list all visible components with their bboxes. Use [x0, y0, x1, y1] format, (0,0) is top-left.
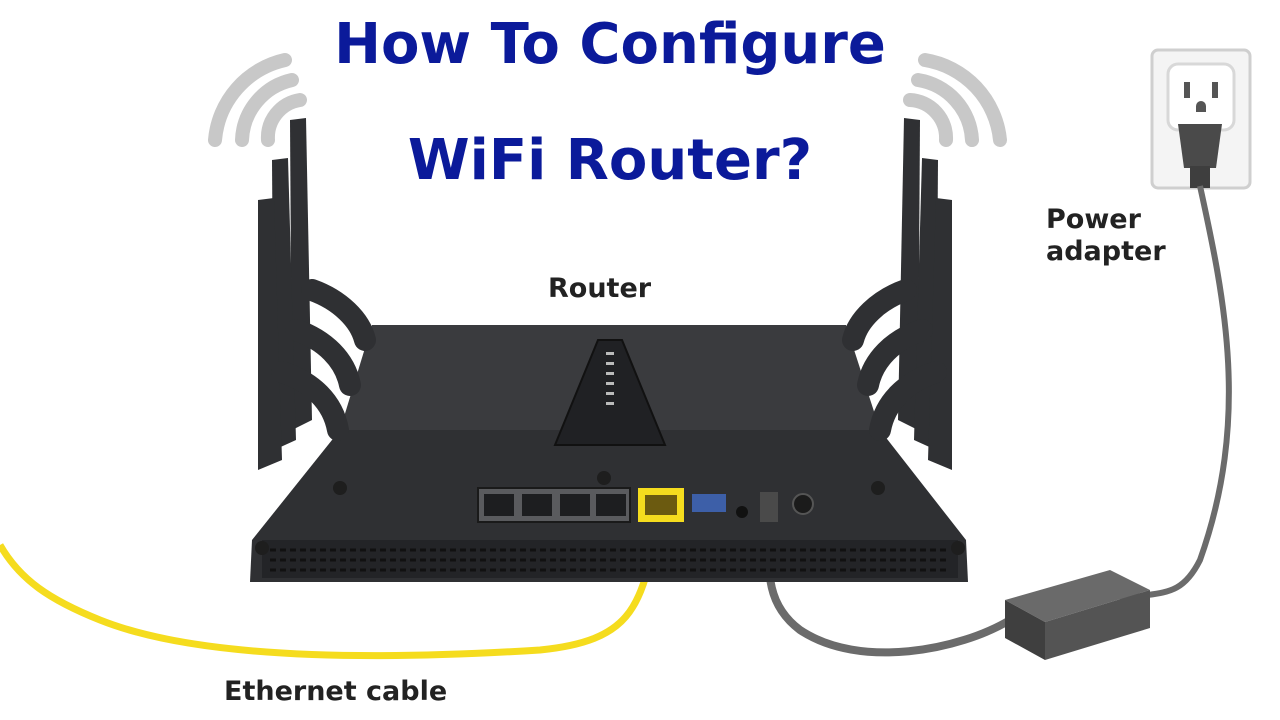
antenna-hinges	[271, 279, 947, 441]
wall-outlet	[1150, 48, 1252, 190]
ethernet-cable-label: Ethernet cable	[224, 676, 448, 707]
power-cable	[1119, 185, 1232, 603]
wifi-signal-left-icon	[208, 53, 307, 147]
title-line-1: How To Configure	[334, 12, 886, 77]
ethernet-cable	[0, 519, 664, 660]
power-adapter-brick	[1005, 570, 1150, 660]
title-line-2: WiFi Router?	[407, 128, 813, 193]
wifi-signal-right-icon	[903, 53, 1007, 147]
power-adapter-label-line2: adapter	[1046, 236, 1166, 267]
router-label: Router	[548, 273, 652, 304]
router-body	[250, 325, 968, 582]
power-adapter-label: Power adapter	[1046, 204, 1166, 268]
power-adapter-label-line1: Power	[1046, 204, 1141, 235]
